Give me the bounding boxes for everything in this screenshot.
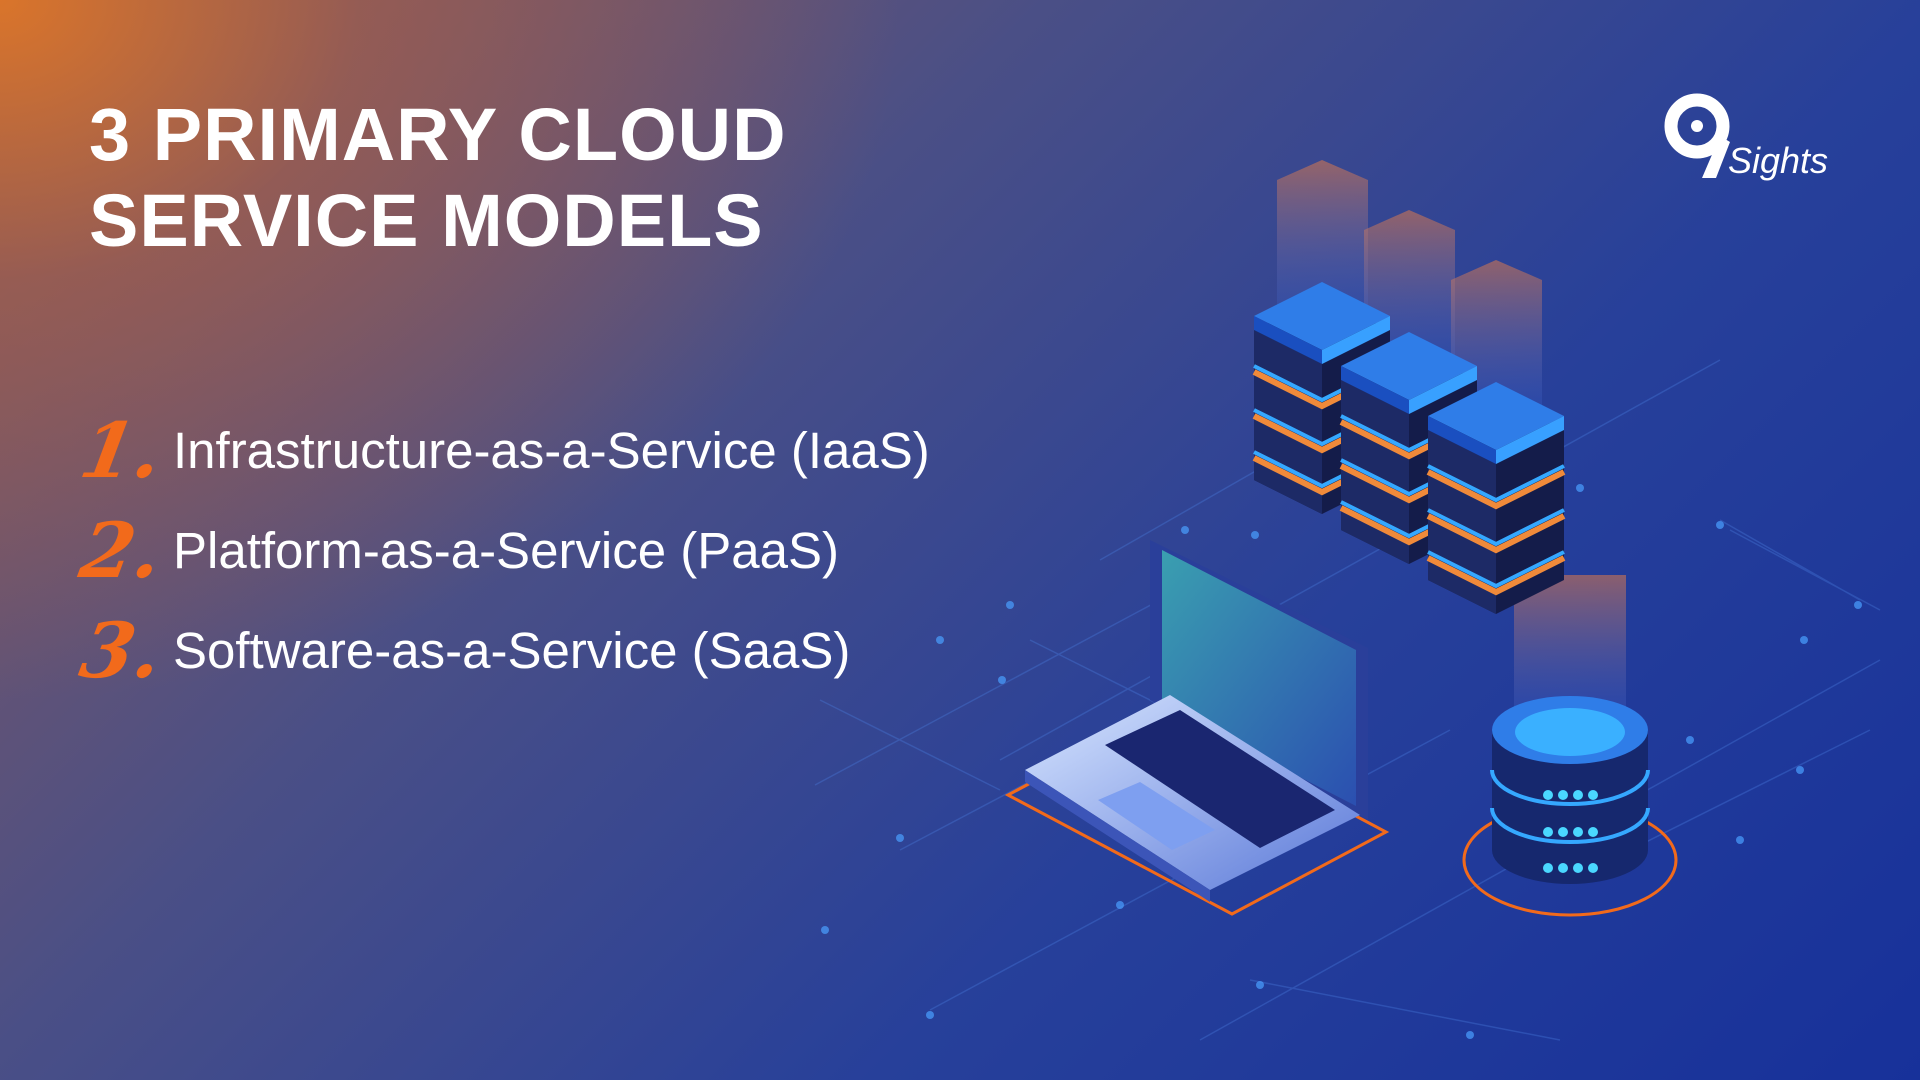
laptop-icon — [1004, 540, 1390, 916]
logo-text: Sights — [1728, 140, 1829, 181]
list-number: 1. — [73, 405, 170, 495]
list-item-label: Platform-as-a-Service (PaaS) — [173, 521, 840, 579]
list-number: 3. — [73, 605, 170, 695]
logo-nine-icon — [1664, 93, 1730, 178]
list-number: 2. — [73, 505, 170, 595]
logo: Sights — [1662, 90, 1842, 190]
title-line-2: SERVICE MODELS — [89, 179, 764, 262]
service-model-list: 1. Infrastructure-as-a-Service (IaaS) 2.… — [70, 400, 930, 700]
server-racks — [1252, 282, 1564, 614]
list-item-label: Software-as-a-Service (SaaS) — [173, 621, 851, 679]
list-item: 2. Platform-as-a-Service (PaaS) — [70, 500, 930, 600]
list-item-label: Infrastructure-as-a-Service (IaaS) — [173, 421, 930, 479]
title-line-1: 3 PRIMARY CLOUD — [89, 93, 787, 176]
database-icon — [1462, 696, 1678, 917]
page-title: 3 PRIMARY CLOUD SERVICE MODELS — [89, 92, 787, 264]
list-item: 3. Software-as-a-Service (SaaS) — [70, 600, 930, 700]
list-item: 1. Infrastructure-as-a-Service (IaaS) — [70, 400, 930, 500]
grid-dots — [821, 484, 1862, 1039]
